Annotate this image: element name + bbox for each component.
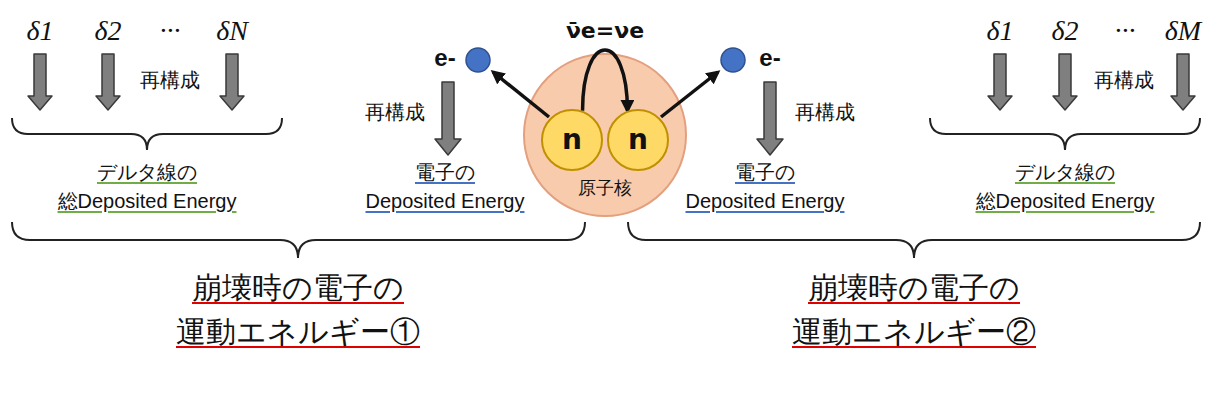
nucleus-circle: 原子核 nn (523, 53, 687, 217)
ellipsis: ··· (1115, 14, 1136, 48)
delta-ray-symbol: δ2 (94, 14, 121, 48)
energy-label: 電子の Deposited Energy (686, 158, 845, 216)
delta-ray-symbol: δN (216, 14, 248, 48)
reconstruction-label: 再構成 (140, 68, 200, 92)
energy-label: デルタ線の 総Deposited Energy (976, 158, 1155, 216)
neutron-circle: n (541, 109, 603, 171)
ellipsis: ··· (160, 14, 181, 48)
electron-symbol: e- (759, 44, 780, 72)
kinetic-energy-label: 崩壊時の電子の 運動エネルギー① (176, 266, 420, 354)
neutron-circle: n (607, 109, 669, 171)
emission-arrows (493, 72, 718, 117)
electron-symbol: e- (434, 44, 455, 72)
reconstruction-label: 再構成 (365, 100, 425, 124)
neutrino-exchange-arrow (583, 50, 628, 111)
energy-label: デルタ線の 総Deposited Energy (58, 158, 237, 216)
delta-ray-symbol: δ2 (1051, 14, 1078, 48)
neutrino-label: ν̄e=νe (566, 18, 644, 44)
kinetic-energy-label: 崩壊時の電子の 運動エネルギー② (792, 266, 1036, 354)
nucleus-label: 原子核 (523, 176, 687, 200)
particle-symbol: n (607, 109, 669, 171)
delta-ray-symbol: δ1 (986, 14, 1013, 48)
delta-ray-symbol: δM (1165, 14, 1201, 48)
energy-label: 電子の Deposited Energy (366, 158, 525, 216)
delta-ray-symbol: δ1 (26, 14, 53, 48)
reconstruction-label: 再構成 (795, 100, 855, 124)
reconstruction-label: 再構成 (1094, 68, 1154, 92)
particle-symbol: n (541, 109, 603, 171)
